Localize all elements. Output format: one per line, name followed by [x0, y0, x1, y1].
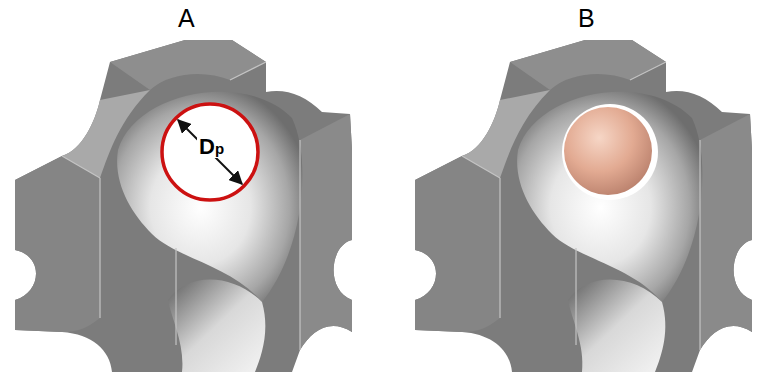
gyroid-cell: [15, 40, 352, 372]
gyroid-cell: [415, 40, 752, 372]
pore-rim: [562, 104, 658, 200]
pore-outline: [162, 104, 258, 200]
particle-sphere: [564, 107, 652, 195]
dimension-label: Dp: [197, 136, 226, 158]
panel-letter: B: [578, 6, 595, 31]
panel-letter: A: [178, 6, 195, 31]
dimension-arrow: [178, 120, 242, 184]
